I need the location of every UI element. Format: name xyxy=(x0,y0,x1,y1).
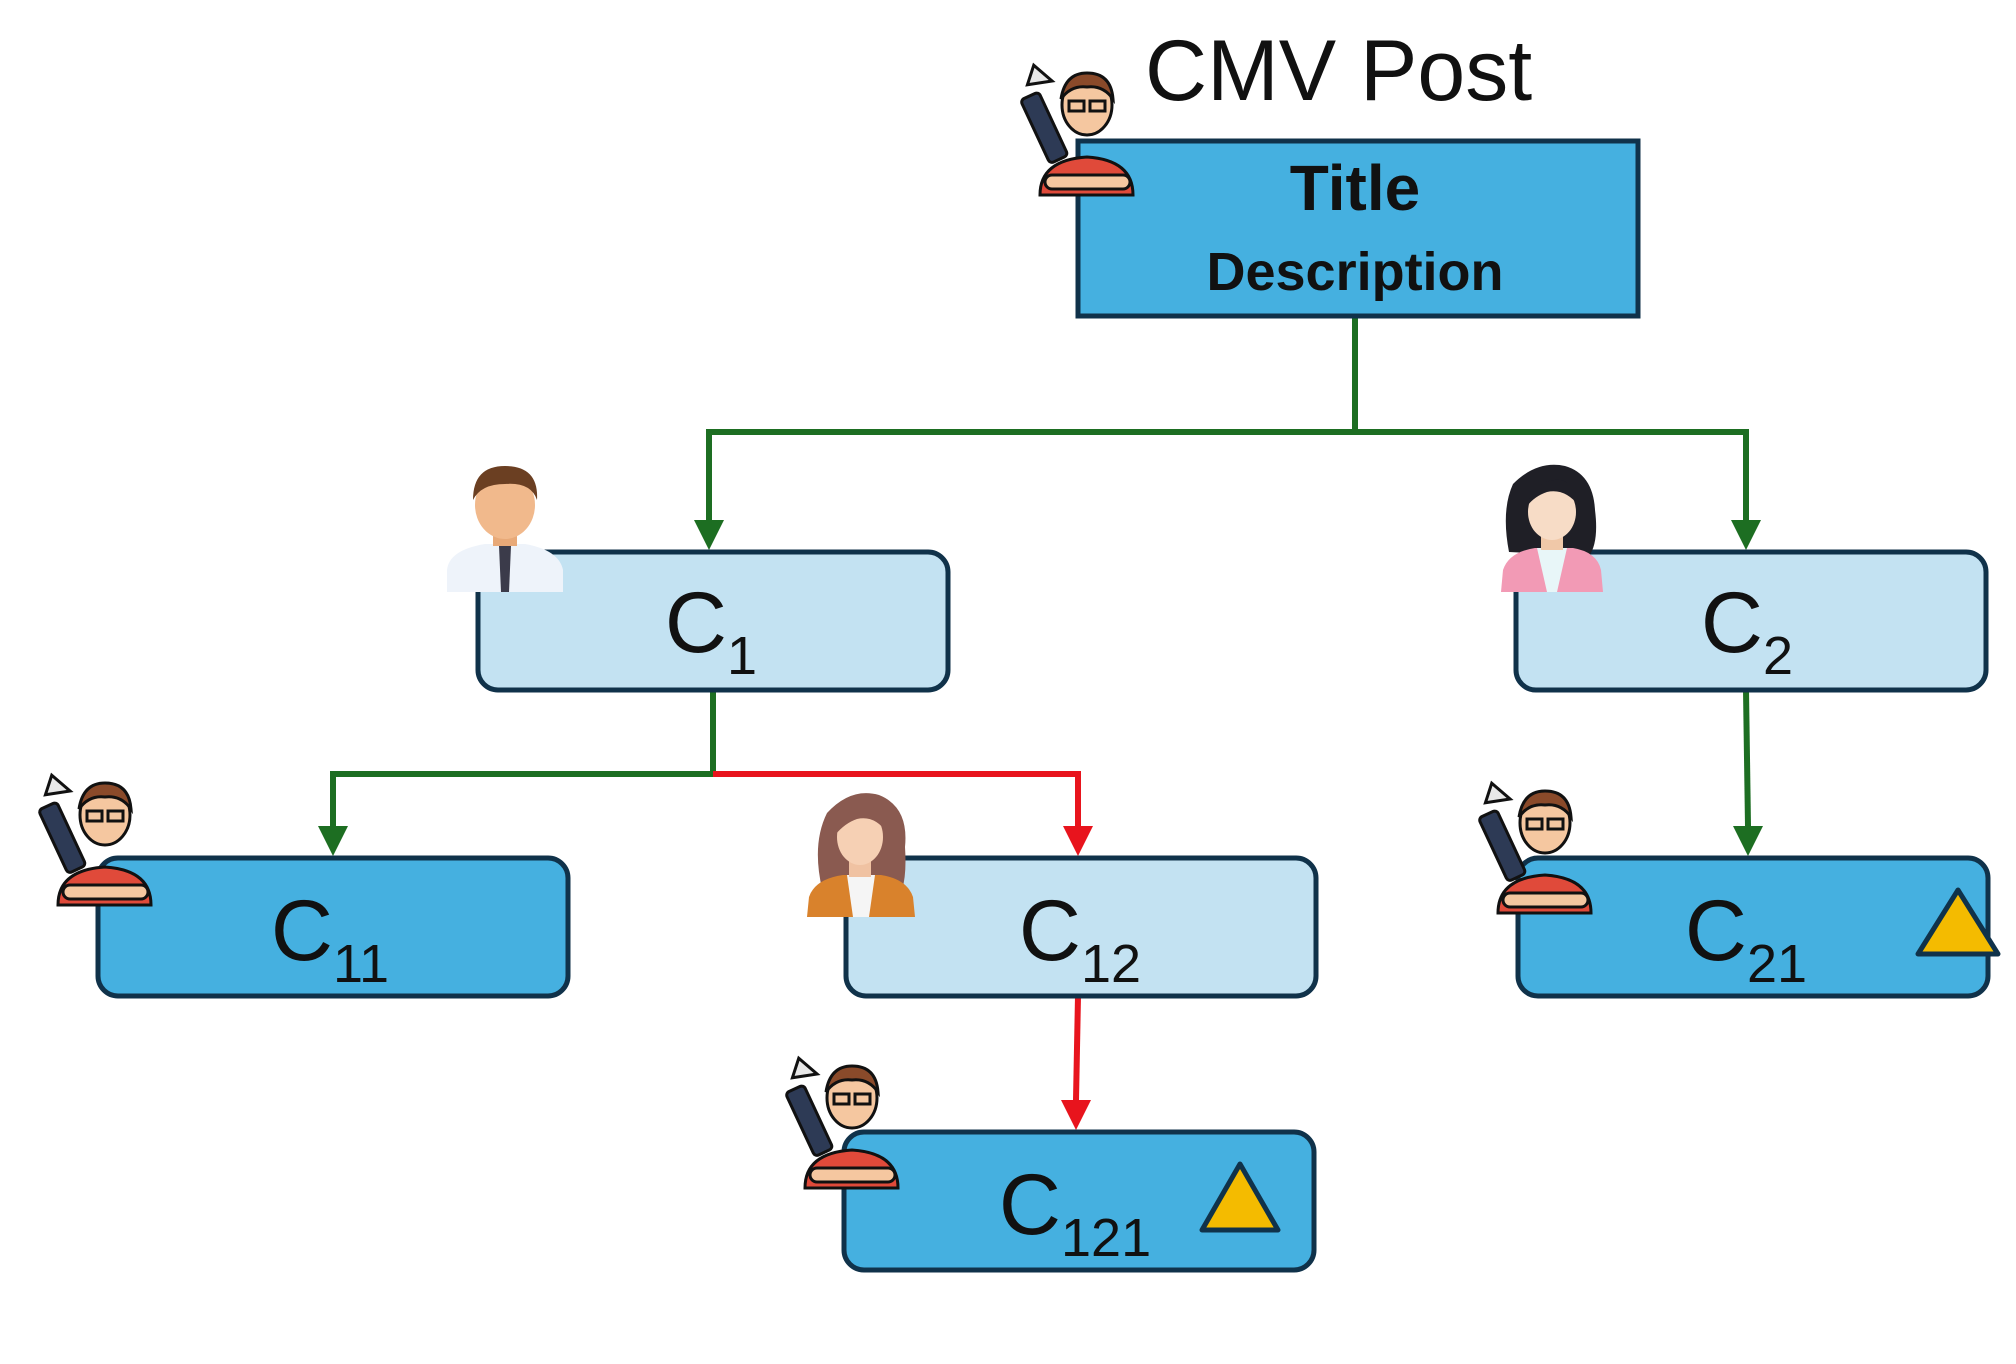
node-c12-sub: 12 xyxy=(1081,934,1141,994)
edge-root-c2 xyxy=(1355,429,1749,520)
writer-avatar-icon xyxy=(1478,780,1593,915)
node-c11-sub: 11 xyxy=(333,934,389,994)
node-c21-sub: 21 xyxy=(1747,934,1807,994)
edge-c12-c121-arrowhead xyxy=(1061,1100,1091,1130)
node-c2-base: C xyxy=(1701,575,1763,671)
svg-text:C12: C12 xyxy=(1019,883,1141,994)
edge-root-c1 xyxy=(706,318,1358,520)
writer-avatar-icon xyxy=(38,772,153,907)
comment-node-c11[interactable]: C11 xyxy=(95,855,571,999)
node-c121-base: C xyxy=(999,1157,1061,1253)
root-title: Title xyxy=(1290,152,1420,224)
node-c1-base: C xyxy=(665,575,727,671)
edge-root-c2-arrowhead xyxy=(1731,520,1761,550)
edges xyxy=(318,318,1763,1130)
edge-c2-c21 xyxy=(1743,689,1751,827)
svg-text:C11: C11 xyxy=(271,883,389,994)
writer-avatar-icon xyxy=(1020,62,1135,197)
node-c2-sub: 2 xyxy=(1763,626,1793,686)
edge-c1-c12-arrowhead xyxy=(1063,826,1093,856)
root-description: Description xyxy=(1206,242,1503,302)
svg-text:C21: C21 xyxy=(1685,883,1807,994)
svg-text:C121: C121 xyxy=(999,1157,1151,1268)
comment-node-c12[interactable]: C12 xyxy=(843,855,1319,999)
comment-node-c121[interactable]: C121 xyxy=(841,1129,1317,1273)
node-c121-sub: 121 xyxy=(1061,1208,1151,1268)
svg-text:C2: C2 xyxy=(1701,575,1793,686)
edge-c12-c121 xyxy=(1073,995,1081,1101)
svg-text:C1: C1 xyxy=(665,575,757,686)
edge-root-c1-arrowhead xyxy=(694,520,724,550)
delta-triangle-icon xyxy=(1199,1161,1281,1233)
comment-node-c21[interactable]: C21 xyxy=(1515,855,2001,999)
comment-node-c1[interactable]: C1 xyxy=(475,549,951,693)
edge-c1-c11-arrowhead xyxy=(318,826,348,856)
node-c11-base: C xyxy=(271,883,333,979)
woman-avatar-alt-icon xyxy=(807,793,915,917)
node-c12-base: C xyxy=(1019,883,1081,979)
woman-avatar-icon xyxy=(1501,464,1603,592)
edge-c1-c12 xyxy=(713,771,1081,826)
node-c21-base: C xyxy=(1685,883,1747,979)
man-avatar-icon xyxy=(447,466,563,592)
edge-c2-c21-arrowhead xyxy=(1733,826,1763,856)
writer-avatar-icon xyxy=(785,1055,900,1190)
comment-node-c2[interactable]: C2 xyxy=(1513,549,1989,693)
delta-triangle-icon xyxy=(1915,887,2001,957)
root-node[interactable]: Title Description xyxy=(1075,138,1641,319)
post-label: CMV Post xyxy=(1145,23,1532,119)
edge-c1-c11 xyxy=(330,690,716,826)
node-c1-sub: 1 xyxy=(727,626,757,686)
